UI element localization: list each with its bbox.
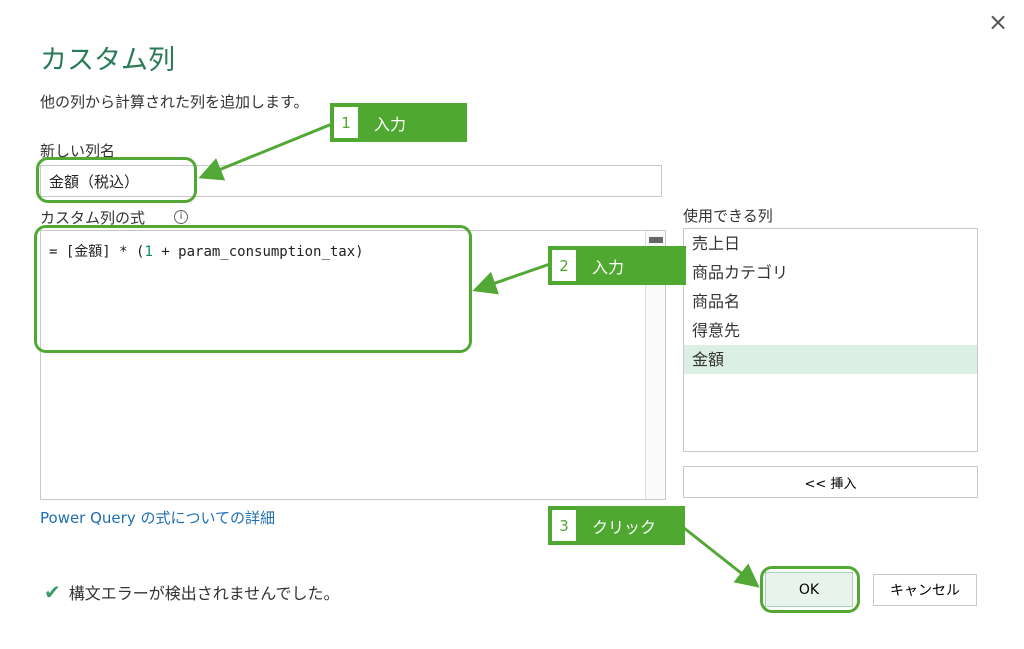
highlight-name-input: [36, 157, 197, 203]
check-icon: ✔: [44, 580, 61, 604]
new-column-name-label: 新しい列名: [40, 142, 116, 160]
available-columns-list[interactable]: 売上日 商品カテゴリ 商品名 得意先 金額: [683, 228, 978, 452]
status-text: 構文エラーが検出されませんでした。: [68, 584, 340, 603]
learn-more-link[interactable]: Power Query の式についての詳細: [40, 509, 276, 527]
annotation-callout-1: 1 入力: [330, 103, 467, 142]
column-item[interactable]: 売上日: [692, 234, 741, 253]
formula-code[interactable]: = [金額] * (1 + param_consumption_tax): [49, 241, 364, 261]
formula-editor[interactable]: = [金額] * (1 + param_consumption_tax): [40, 230, 666, 500]
column-item[interactable]: 得意先: [692, 321, 741, 340]
info-icon[interactable]: i: [174, 210, 188, 224]
callout-text: 入力: [374, 114, 407, 134]
cancel-button[interactable]: キャンセル: [873, 574, 977, 606]
new-column-name-input[interactable]: [40, 165, 662, 197]
column-item-selected[interactable]: 金額: [684, 345, 977, 374]
callout-number: 2: [552, 250, 576, 281]
column-item[interactable]: 商品名: [692, 292, 741, 311]
formula-label: カスタム列の式: [40, 209, 146, 227]
callout-text: 入力: [592, 257, 625, 277]
code-prefix: = [金額] * (: [49, 244, 145, 260]
dialog-subtitle: 他の列から計算された列を追加します。: [40, 93, 309, 111]
callout-text: クリック: [592, 517, 657, 537]
syntax-status: ✔ 構文エラーが検出されませんでした。: [44, 580, 340, 604]
highlight-formula: [34, 225, 472, 353]
code-number: 1: [144, 244, 153, 260]
callout-number: 1: [334, 107, 358, 138]
code-suffix: + param_consumption_tax): [152, 244, 364, 260]
annotation-callout-2: 2 入力: [548, 246, 686, 285]
editor-scrollbar[interactable]: [645, 231, 665, 499]
insert-button[interactable]: << 挿入: [683, 466, 978, 498]
annotation-callout-3: 3 クリック: [548, 506, 685, 545]
column-item[interactable]: 商品カテゴリ: [692, 263, 789, 282]
available-columns-label: 使用できる列: [683, 207, 773, 225]
scrollbar-thumb[interactable]: [649, 237, 663, 243]
ok-button[interactable]: OK: [765, 572, 853, 607]
arrow-3: [683, 526, 760, 588]
dialog-title: カスタム列: [40, 45, 175, 76]
highlight-ok: [760, 566, 860, 613]
close-icon[interactable]: ×: [988, 8, 1009, 36]
callout-number: 3: [552, 510, 576, 541]
